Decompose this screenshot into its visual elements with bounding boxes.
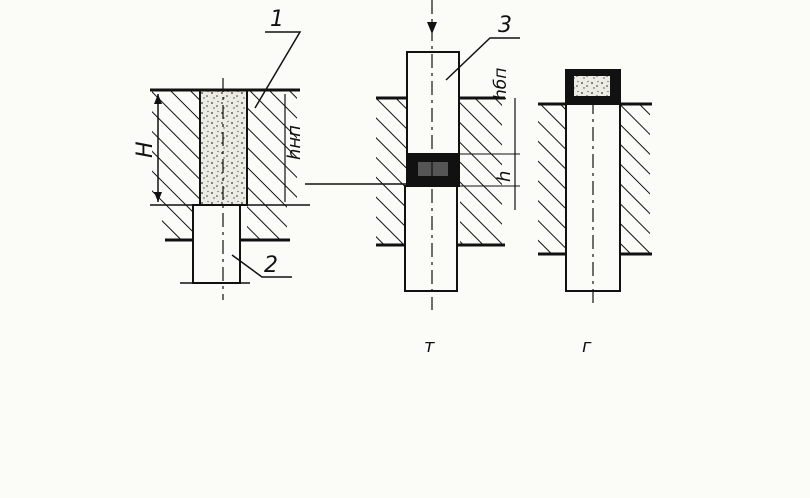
- left-assembly: H hнп 1 2: [133, 7, 310, 300]
- middle-assembly: 3 hбп h т: [376, 0, 520, 357]
- label-h-nn: hнп: [284, 125, 305, 160]
- right-die-right-wall: [620, 104, 650, 254]
- dim-H-arrow-bottom: [154, 192, 162, 202]
- left-lower-punch: [192, 204, 241, 284]
- right-compact-highlight: [574, 76, 610, 96]
- leader-2: [231, 254, 292, 278]
- mid-die-right-wall: [460, 98, 502, 245]
- label-part-3: 3: [498, 13, 512, 38]
- label-part-2: 2: [264, 253, 278, 278]
- leader-1: [254, 31, 302, 109]
- left-die-right-wall: [247, 90, 297, 205]
- mid-compact-highlight: [418, 162, 448, 176]
- leader-3: [445, 37, 520, 81]
- left-die-left-wall: [152, 90, 200, 205]
- right-assembly: г: [538, 69, 652, 357]
- mid-lower-punch: [404, 185, 458, 292]
- right-die-left-wall: [538, 104, 566, 254]
- label-h: h: [494, 171, 515, 182]
- mid-upper-punch: [406, 51, 460, 155]
- mid-force-arrow: [427, 22, 437, 34]
- mid-die-left-wall: [376, 98, 406, 245]
- left-die-lower-right: [247, 205, 287, 240]
- label-H: H: [133, 141, 158, 158]
- label-part-1: 1: [270, 7, 284, 32]
- dim-H-arrow-top: [154, 94, 162, 104]
- caption-right: г: [582, 336, 592, 357]
- caption-middle: т: [424, 336, 435, 357]
- left-die-lower-left: [162, 205, 194, 240]
- label-h-bn: hбп: [491, 68, 511, 100]
